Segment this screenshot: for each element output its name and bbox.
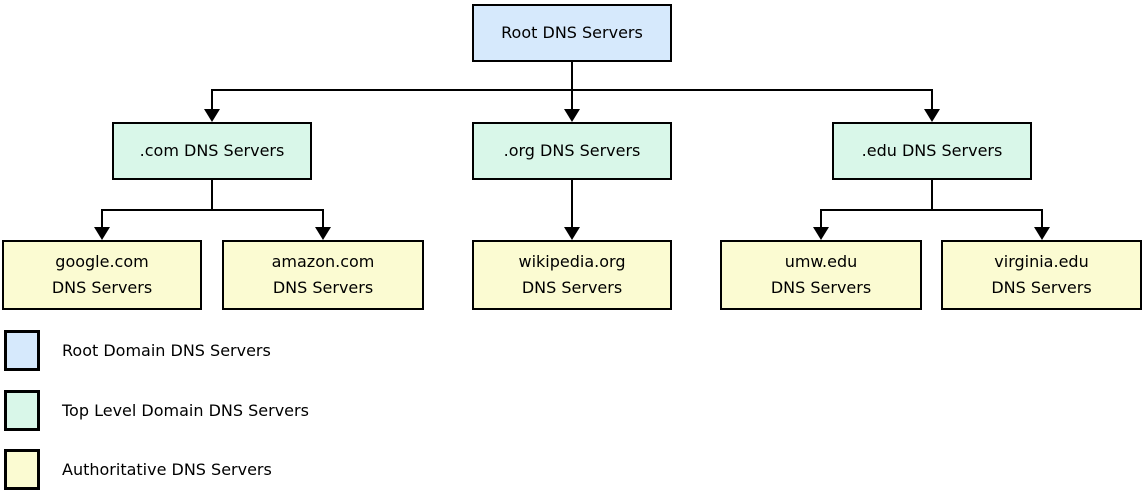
- node-label-line1: virginia.edu: [994, 252, 1089, 272]
- node-amazon-dns-servers: amazon.com DNS Servers: [222, 240, 424, 310]
- edge-com-stem-line: [211, 180, 213, 211]
- node-label-line2: DNS Servers: [991, 278, 1092, 297]
- edge-com-google-line: [101, 209, 103, 229]
- edge-org-wikipedia-line: [571, 180, 573, 229]
- arrowhead-to-com-icon: [204, 109, 220, 122]
- arrowhead-to-edu-icon: [924, 109, 940, 122]
- node-label-line1: amazon.com: [271, 252, 375, 272]
- edge-com-amazon-line: [322, 209, 324, 229]
- edge-com-bus-line: [101, 209, 324, 211]
- legend-label-authoritative: Authoritative DNS Servers: [62, 460, 272, 479]
- node-com-dns-servers: .com DNS Servers: [112, 122, 312, 180]
- edge-root-com-line: [211, 89, 213, 111]
- arrowhead-to-umw-icon: [813, 227, 829, 240]
- node-umw-dns-servers: umw.edu DNS Servers: [720, 240, 922, 310]
- node-org-dns-servers: .org DNS Servers: [472, 122, 672, 180]
- arrowhead-to-amazon-icon: [315, 227, 331, 240]
- node-label: .org DNS Servers: [503, 141, 641, 161]
- legend-swatch-root-domain: [4, 330, 40, 371]
- node-label-line2: DNS Servers: [51, 278, 153, 297]
- legend-label-root-domain: Root Domain DNS Servers: [62, 341, 271, 360]
- edge-edu-stem-line: [931, 180, 933, 211]
- node-label: .edu DNS Servers: [861, 141, 1003, 161]
- node-label: Root DNS Servers: [501, 23, 643, 43]
- edge-edu-umw-line: [820, 209, 822, 229]
- node-label-line2: DNS Servers: [521, 278, 623, 297]
- legend-label-top-level-domain: Top Level Domain DNS Servers: [62, 401, 309, 420]
- node-root-dns-servers: Root DNS Servers: [472, 4, 672, 62]
- legend-swatch-authoritative: [4, 449, 40, 490]
- arrowhead-to-wikipedia-icon: [564, 227, 580, 240]
- node-wikipedia-dns-servers: wikipedia.org DNS Servers: [472, 240, 672, 310]
- node-virginia-dns-servers: virginia.edu DNS Servers: [941, 240, 1142, 310]
- node-label-line1: umw.edu: [784, 252, 858, 272]
- legend-swatch-top-level-domain: [4, 390, 40, 431]
- arrowhead-to-org-icon: [564, 109, 580, 122]
- node-edu-dns-servers: .edu DNS Servers: [832, 122, 1032, 180]
- node-label-line1: wikipedia.org: [518, 252, 626, 272]
- node-label-line2: DNS Servers: [272, 278, 374, 297]
- node-label-line2: DNS Servers: [770, 278, 872, 297]
- edge-edu-virginia-line: [1041, 209, 1043, 229]
- node-label: .com DNS Servers: [139, 141, 285, 161]
- edge-root-org-line: [571, 89, 573, 111]
- node-google-dns-servers: google.com DNS Servers: [2, 240, 202, 310]
- arrowhead-to-virginia-icon: [1034, 227, 1050, 240]
- edge-root-edu-line: [931, 89, 933, 111]
- arrowhead-to-google-icon: [94, 227, 110, 240]
- edge-edu-bus-line: [820, 209, 1043, 211]
- edge-root-stem-line: [571, 61, 573, 91]
- node-label-line1: google.com: [55, 252, 149, 272]
